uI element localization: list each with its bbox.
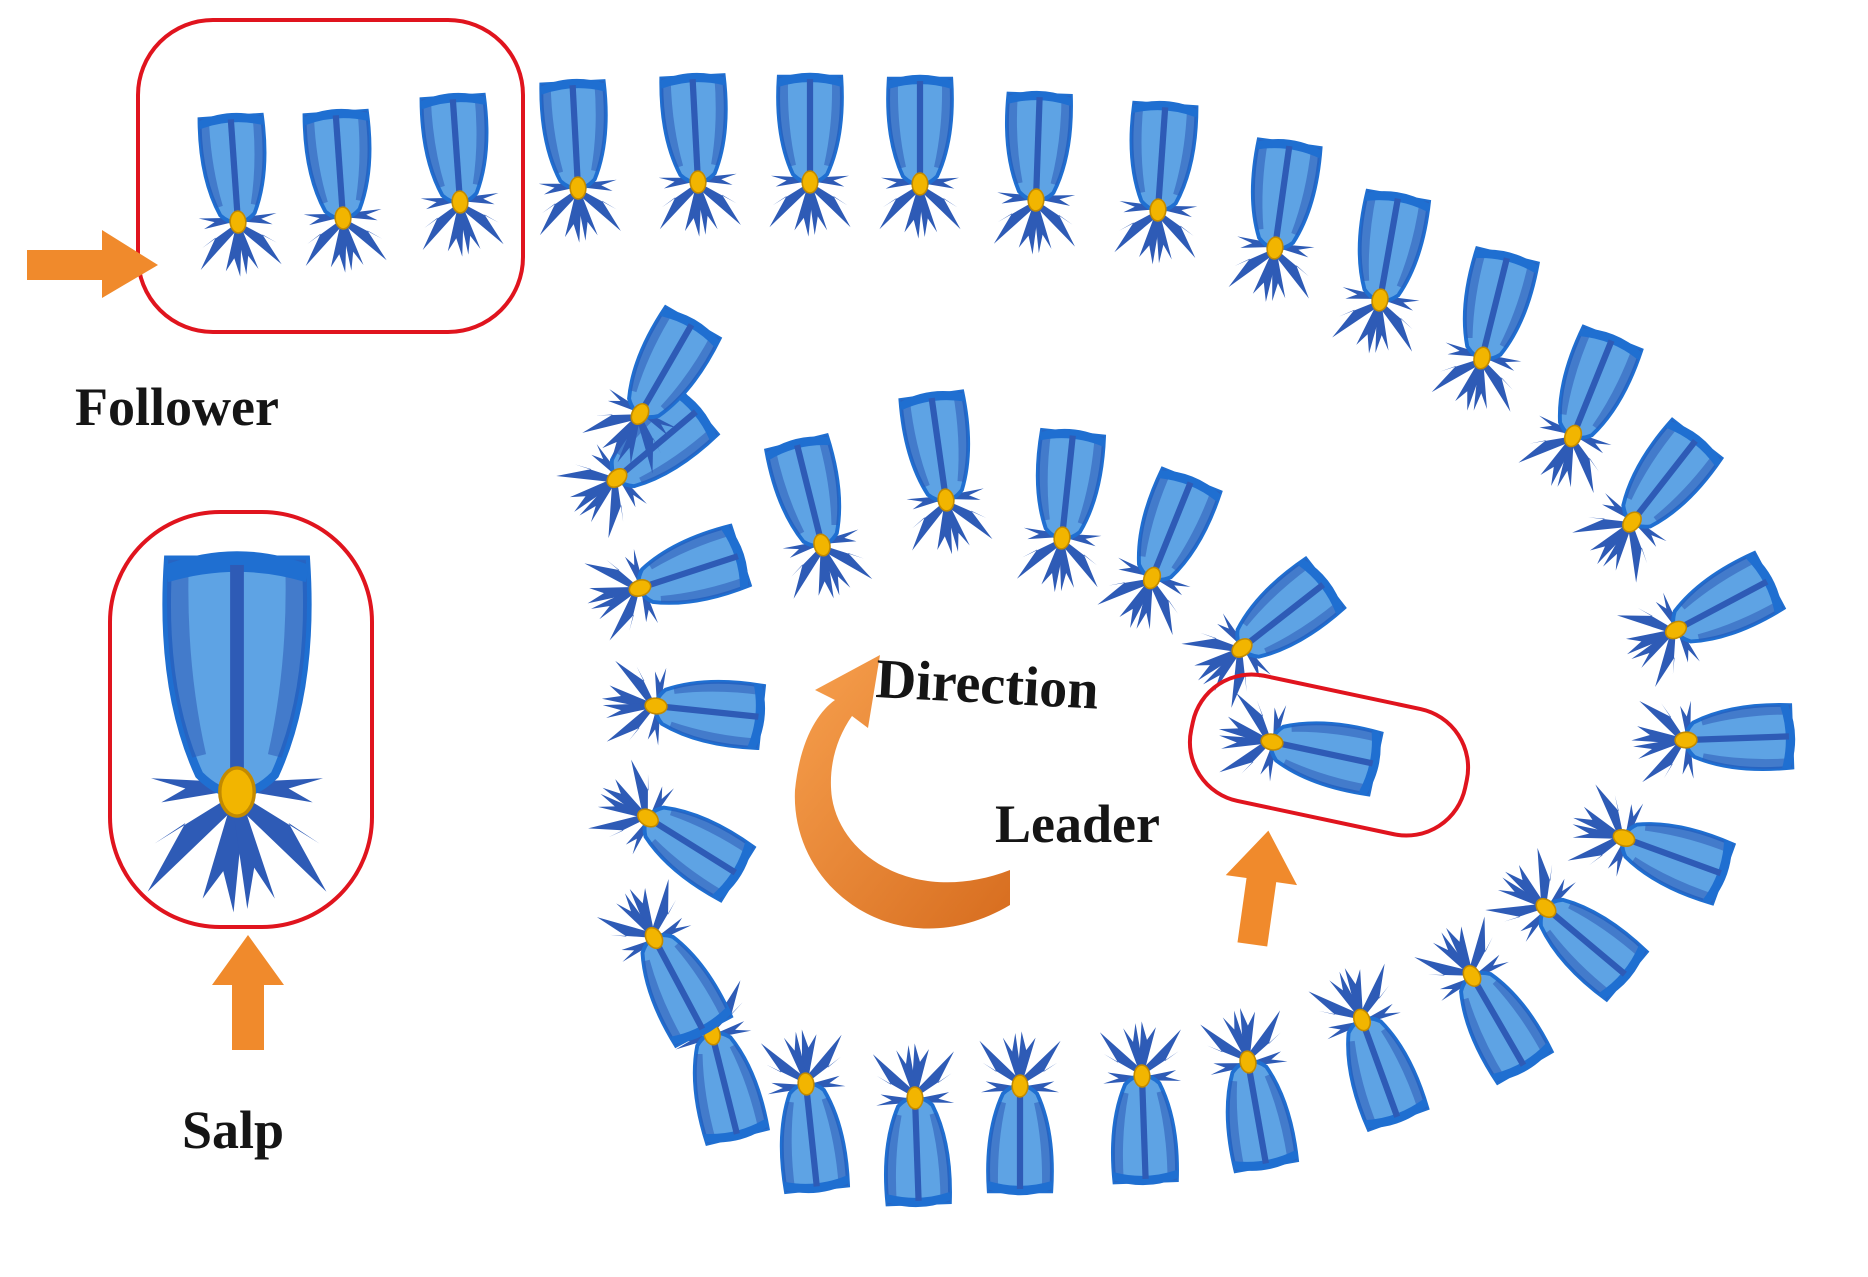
salp-icon: [1308, 963, 1430, 1133]
salp-icon: [760, 1029, 851, 1195]
salp-label: Salp: [182, 1100, 284, 1160]
salp-icon: [764, 432, 873, 599]
salp-icon: [1572, 417, 1725, 583]
salp-icon: [419, 92, 504, 257]
curved-arrow-icon: [794, 655, 1010, 929]
salp-icon: [1200, 1007, 1300, 1174]
salp-icon: [601, 660, 767, 751]
salp-icon: [979, 1031, 1061, 1196]
salp-icon: [1617, 550, 1787, 688]
follower-label: Follower: [75, 377, 279, 437]
salp-icon: [1181, 555, 1347, 708]
salp-icon: [872, 1043, 955, 1208]
salp-icon: [1114, 100, 1199, 265]
salp-arrow-icon: [212, 935, 284, 1050]
salp-icon: [1567, 784, 1737, 906]
leader-arrow-icon: [1225, 830, 1298, 947]
salp-icon: [1485, 847, 1650, 1003]
salp-icon: [1518, 324, 1644, 494]
salp-icon: [993, 90, 1076, 255]
salp-highlight: [108, 510, 374, 929]
salp-icon: [197, 112, 282, 277]
follower-arrow-icon: [27, 230, 158, 298]
salp-icon: [302, 108, 387, 273]
salp-icon: [769, 72, 851, 237]
salp-icon: [1332, 188, 1432, 354]
salp-icon: [898, 389, 993, 555]
salp-icon: [879, 74, 961, 239]
leader-highlight: [1187, 672, 1471, 838]
leader-label: Leader: [995, 794, 1160, 854]
follower-highlight: [136, 18, 525, 334]
salp-icon: [588, 759, 757, 903]
single-salp-example: [147, 551, 327, 913]
salp-icon: [596, 879, 734, 1049]
salp-icon: [1097, 466, 1223, 636]
salp-icon: [658, 72, 741, 237]
salp-icon: [538, 78, 621, 243]
salp-icon: [1631, 700, 1796, 783]
salp-icon: [556, 383, 721, 539]
salp-icon: [584, 523, 753, 641]
salp-icon: [1016, 427, 1107, 593]
salp-icon: [1099, 1021, 1182, 1186]
salp-icon: [1431, 245, 1540, 412]
direction-label: Direction: [874, 648, 1100, 722]
salp-swarm: [197, 72, 1796, 1208]
salp-icon: [1228, 137, 1323, 302]
leader-salp-icon: [1218, 692, 1384, 797]
salp-icon: [582, 304, 723, 474]
salp-icon: [1414, 916, 1555, 1086]
salp-icon: [147, 551, 327, 913]
